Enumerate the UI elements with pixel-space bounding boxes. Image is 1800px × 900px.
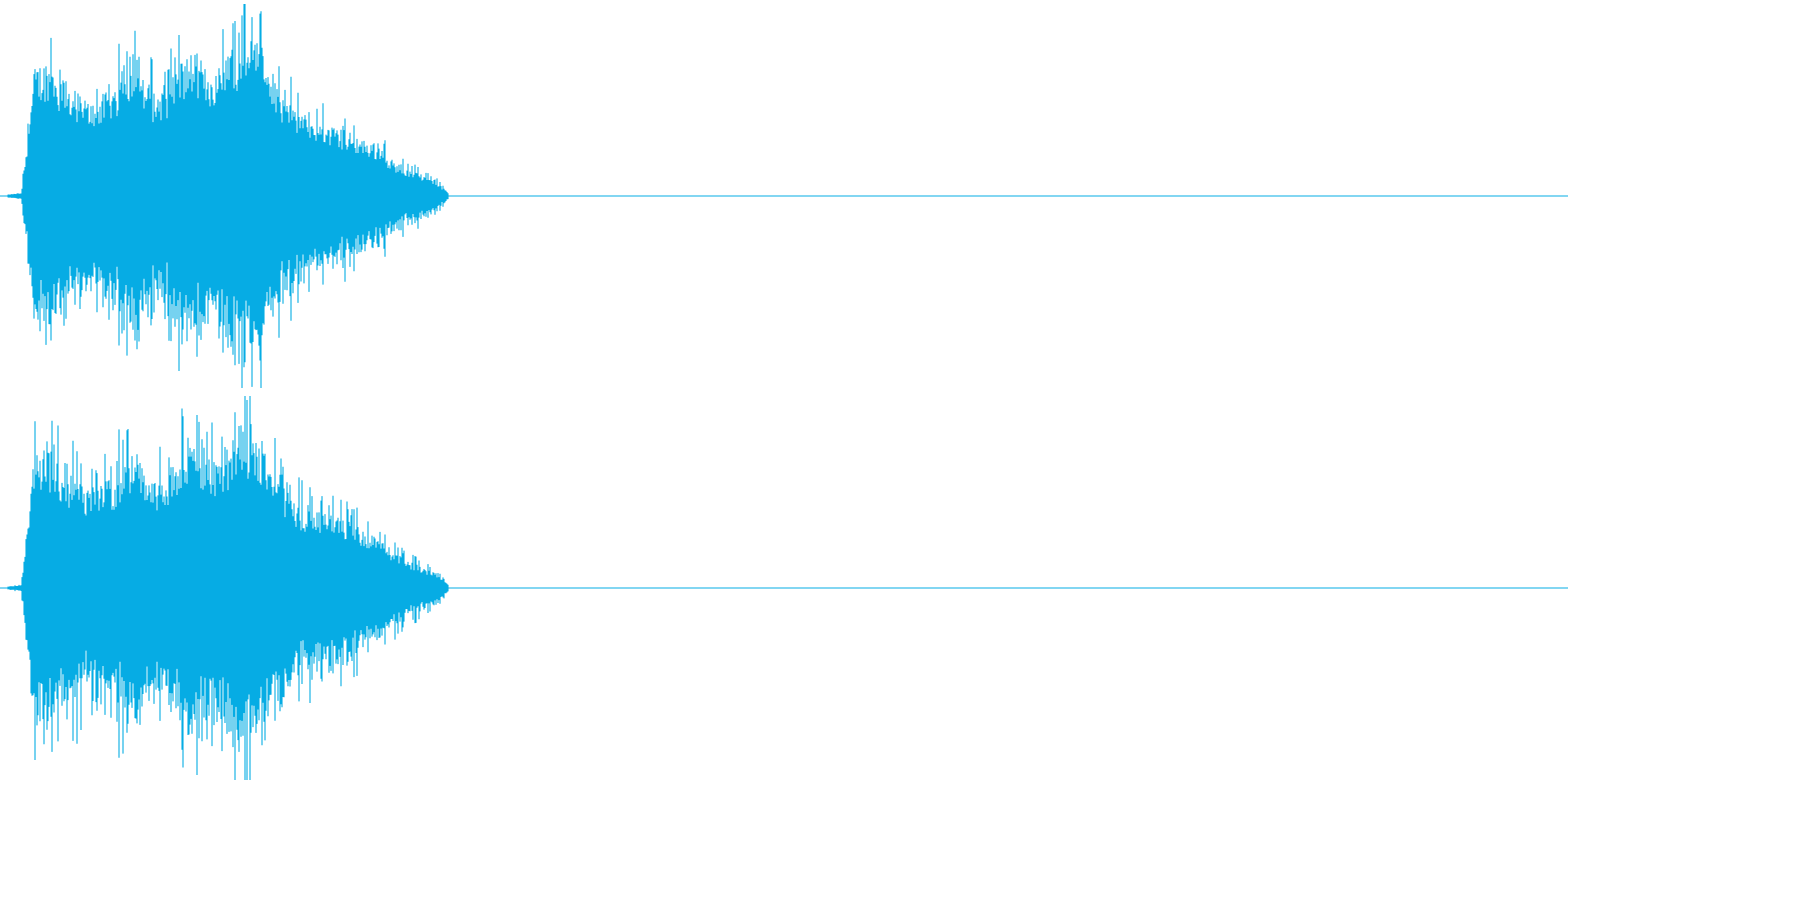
waveform-canvas [0,4,1568,780]
channel-1-waveform [0,4,1568,388]
channel-2-amplitude [7,396,449,780]
channel-1-amplitude [7,4,449,388]
channel-2-waveform [0,396,1568,780]
waveform-view [0,4,1568,780]
